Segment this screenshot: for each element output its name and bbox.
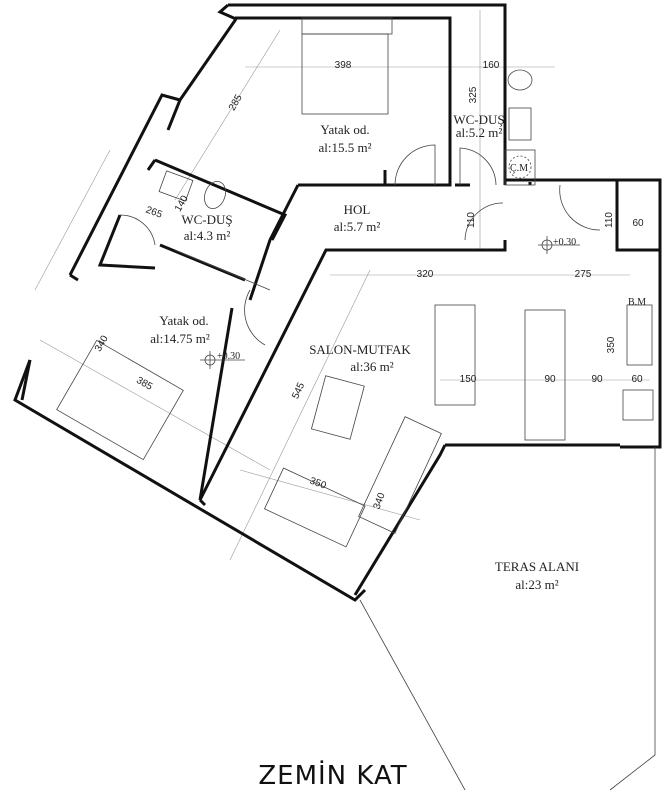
terrace-outline: [359, 447, 656, 791]
dim-label: 60: [631, 374, 643, 385]
level-label-hol: +0.30: [553, 237, 576, 248]
dim-label: 110: [604, 212, 615, 228]
room-area-wc1: al:5.2 m²: [456, 125, 503, 140]
dim-label: 110: [466, 212, 477, 228]
level-label-bed2: +0.30: [217, 351, 240, 362]
room-area-wc2: al:4.3 m²: [184, 228, 231, 243]
room-name-terrace: TERAS ALANI: [495, 559, 579, 574]
room-name-wc2: WC-DUŞ: [181, 212, 232, 227]
dim-label: 90: [544, 374, 556, 385]
plan-title: ZEMİN KAT: [258, 759, 407, 791]
room-area-bedroom1: al:15.5 m²: [318, 140, 371, 155]
room-name-bedroom1: Yatak od.: [320, 122, 369, 137]
dim-label: 265: [144, 205, 164, 221]
dim-label: 545: [290, 381, 307, 401]
room-area-bedroom2: al:14.75 m²: [150, 331, 210, 346]
room-name-salon: SALON-MUTFAK: [309, 342, 411, 357]
level-marker-hol: [538, 236, 580, 254]
dim-label: 340: [372, 491, 388, 511]
doors: [119, 144, 601, 346]
dim-label: 275: [575, 269, 592, 280]
room-area-hol: al:5.7 m²: [334, 219, 381, 234]
level-marker-bed2: [200, 351, 245, 369]
room-area-salon: al:36 m²: [350, 359, 393, 374]
dim-label: 350: [606, 336, 617, 353]
dim-label: 340: [93, 333, 111, 353]
furniture: [56, 17, 654, 548]
dim-label: 350: [308, 476, 328, 492]
dim-label: 140: [173, 193, 191, 213]
fixture-label-bm: B.M: [628, 297, 646, 308]
room-name-bedroom2: Yatak od.: [159, 313, 208, 328]
dim-label: 385: [134, 375, 154, 393]
dim-label: 160: [483, 60, 500, 71]
dim-label: 285: [227, 92, 245, 112]
fixture-label-cm: Ç.M: [510, 163, 528, 174]
dim-label: 325: [468, 86, 479, 103]
room-name-wc1: WC-DUŞ: [453, 112, 504, 127]
room-name-hol: HOL: [344, 202, 371, 217]
dim-label: 150: [460, 374, 477, 385]
dim-label: 90: [591, 374, 603, 385]
room-area-terrace: al:23 m²: [515, 577, 558, 592]
dim-label: 398: [335, 60, 352, 71]
dimension-lines: [34, 10, 650, 561]
dim-label: 60: [632, 218, 644, 229]
dim-label: 320: [417, 269, 434, 280]
walls: [13, 3, 662, 602]
